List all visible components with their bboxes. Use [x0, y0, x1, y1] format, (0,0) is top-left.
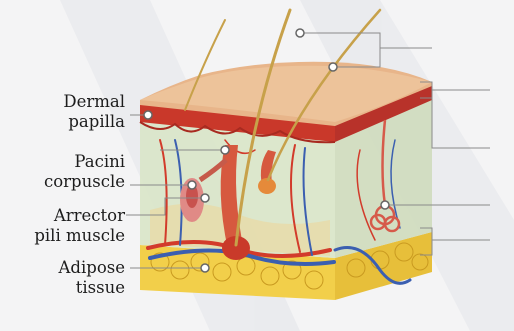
label-pacini-corpuscle-line2: corpuscle: [44, 172, 125, 192]
label-adipose-tissue: Adipose tissue: [59, 258, 125, 298]
label-adipose-tissue-line2: tissue: [59, 278, 125, 298]
label-arrector-pili-muscle: Arrector pili muscle: [34, 206, 125, 246]
label-pacini-corpuscle: Pacini corpuscle: [44, 152, 125, 192]
label-arrector-pili-line2: pili muscle: [34, 226, 125, 246]
label-dermal-papilla-line2: papilla: [63, 112, 125, 132]
label-dermal-papilla-line1: Dermal: [63, 92, 125, 112]
label-dermal-papilla: Dermal papilla: [63, 92, 125, 132]
label-pacini-corpuscle-line1: Pacini: [44, 152, 125, 172]
label-adipose-tissue-line1: Adipose: [59, 258, 125, 278]
label-arrector-pili-line1: Arrector: [34, 206, 125, 226]
